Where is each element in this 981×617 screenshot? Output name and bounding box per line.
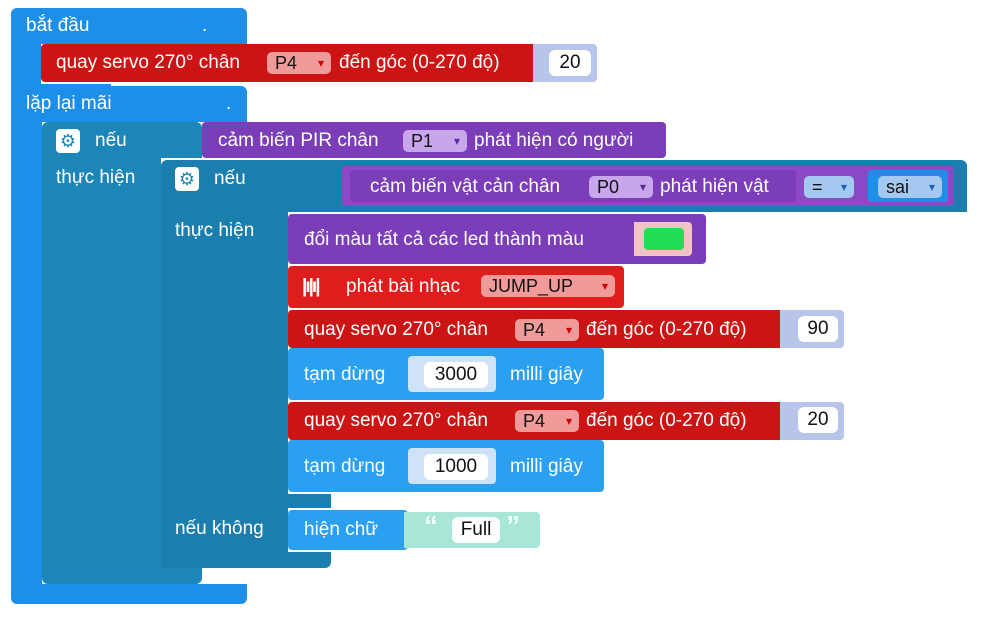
start-block-label: bắt đầu xyxy=(26,15,90,36)
angle-input[interactable]: 20 xyxy=(798,407,838,433)
song-dropdown[interactable]: JUMP_UP xyxy=(481,275,615,297)
text-input[interactable]: Full xyxy=(452,517,500,543)
forever-block-label: lặp lại mãi xyxy=(26,93,112,114)
gear-icon[interactable]: ⚙ xyxy=(56,129,80,153)
pin-dropdown[interactable]: P0 xyxy=(589,176,653,198)
pin-dropdown[interactable]: P1 xyxy=(403,130,467,152)
operator-dropdown[interactable]: = xyxy=(804,176,854,198)
color-swatch[interactable] xyxy=(644,228,684,250)
pin-dropdown[interactable]: P4 xyxy=(267,52,331,74)
pin-dropdown[interactable]: P4 xyxy=(515,319,579,341)
angle-input[interactable]: 90 xyxy=(798,316,838,342)
obstacle-sensor-block[interactable] xyxy=(350,170,796,202)
pin-dropdown[interactable]: P4 xyxy=(515,410,579,432)
forever-block[interactable] xyxy=(11,86,247,122)
gear-icon[interactable]: ⚙ xyxy=(175,167,199,191)
music-wave-icon: |ı|ı| xyxy=(302,276,320,297)
duration-input[interactable]: 1000 xyxy=(424,454,488,480)
boolean-dropdown[interactable]: sai xyxy=(878,176,942,198)
start-block[interactable] xyxy=(11,8,247,44)
show-text-block[interactable] xyxy=(288,510,408,550)
duration-input[interactable]: 3000 xyxy=(424,362,488,388)
angle-input[interactable]: 20 xyxy=(549,50,591,76)
